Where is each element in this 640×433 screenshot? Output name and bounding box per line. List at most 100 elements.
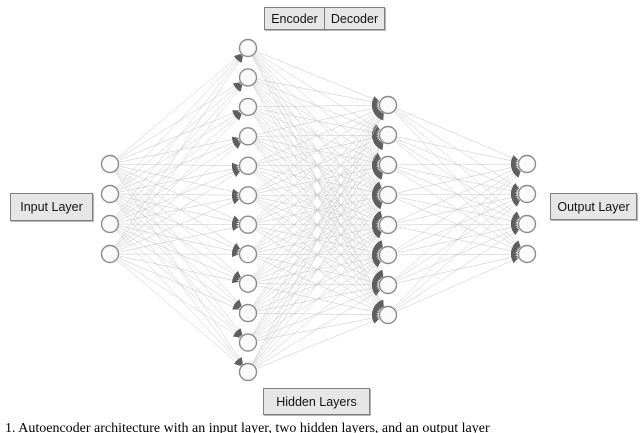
network-node-input [100, 244, 120, 264]
network-edge [115, 230, 242, 366]
network-edge [116, 112, 242, 219]
network-edge [116, 229, 242, 337]
network-edge [252, 112, 383, 307]
network-node-hidden-1 [238, 127, 258, 146]
network-edge [118, 192, 239, 199]
network-node-hidden-1 [238, 362, 258, 382]
network-edge [115, 84, 242, 218]
network-edge [117, 257, 240, 310]
network-edge [117, 111, 241, 190]
network-edge [117, 170, 241, 250]
network-edge [255, 108, 380, 163]
network-edge [115, 55, 243, 218]
network-edge [116, 259, 242, 367]
network-edge [396, 224, 519, 254]
network-edge [117, 82, 241, 160]
network-edge [396, 226, 519, 254]
network-edge [256, 105, 380, 135]
network-edge [118, 162, 239, 169]
network-node-hidden-2 [378, 95, 398, 115]
network-edge [394, 228, 520, 311]
network-edge [115, 170, 243, 336]
network-node-hidden-1 [238, 186, 258, 205]
hidden-layers-label-box: Hidden Layers [263, 388, 370, 415]
network-node-hidden-2 [378, 155, 398, 175]
network-edge [395, 139, 520, 220]
network-node-input [100, 154, 120, 174]
output-layer-label-box: Output Layer [550, 193, 637, 220]
network-edge [117, 141, 241, 220]
network-edge [116, 53, 242, 159]
network-node-hidden-1 [238, 68, 258, 87]
network-edge [396, 196, 519, 224]
network-edge [396, 164, 519, 194]
network-node-hidden-1 [238, 274, 258, 293]
network-edge [396, 191, 518, 198]
network-edge [118, 221, 239, 228]
network-edge [394, 168, 520, 251]
network-edge [116, 83, 242, 189]
network-node-hidden-2 [378, 185, 398, 205]
network-node-hidden-1 [238, 38, 258, 58]
network-edge [252, 172, 383, 366]
network-edge [394, 199, 521, 310]
network-node-output [517, 184, 537, 204]
network-node-hidden-1 [238, 333, 258, 352]
network-edge [117, 139, 240, 191]
network-node-output [517, 214, 537, 234]
network-edge [396, 166, 519, 194]
network-node-output [517, 154, 537, 174]
network-nodes [100, 38, 537, 382]
encoder-label: Encoder [271, 11, 318, 26]
network-edge [396, 136, 519, 164]
network-edge [118, 165, 240, 195]
network-edge [395, 168, 519, 221]
network-edge [114, 55, 243, 248]
network-edge [118, 136, 240, 163]
encoder-decoder-label-box: Encoder Decoder [264, 7, 385, 30]
network-edge [394, 169, 521, 280]
network-edge [255, 50, 380, 102]
network-edge [252, 142, 384, 365]
network-edge [115, 200, 242, 336]
network-edge [116, 199, 242, 308]
network-node-hidden-2 [378, 215, 398, 235]
network-edge [117, 258, 241, 338]
network-edge [395, 257, 519, 312]
network-edge [118, 225, 240, 253]
network-edge [396, 161, 518, 168]
network-edge [116, 142, 242, 249]
decoder-label: Decoder [324, 8, 384, 29]
network-edge [255, 109, 381, 191]
network-node-hidden-1 [238, 97, 258, 117]
network-node-hidden-1 [238, 244, 258, 264]
network-edge [114, 170, 244, 365]
network-edge [395, 169, 520, 250]
network-edge [256, 102, 379, 109]
network-edge [255, 318, 380, 370]
network-edge [118, 255, 240, 284]
network-edge [117, 228, 241, 309]
network-edge [395, 138, 519, 191]
network-edge [396, 221, 518, 228]
network-edge [117, 197, 240, 251]
network-edge [115, 113, 242, 248]
network-node-output [517, 244, 537, 264]
network-edge [254, 260, 382, 367]
network-edge [253, 111, 382, 249]
network-edge [255, 289, 381, 368]
network-edge [116, 168, 241, 250]
network-edge [116, 169, 242, 278]
network-node-hidden-2 [378, 245, 398, 265]
network-node-hidden-2 [378, 275, 398, 295]
network-edge [395, 109, 520, 190]
network-edge [115, 54, 242, 188]
network-edge [115, 84, 243, 248]
network-edge [254, 110, 382, 220]
network-edge [252, 112, 384, 336]
network-edge [395, 167, 519, 222]
network-edge [256, 78, 380, 105]
network-node-input [100, 184, 120, 204]
network-edge [395, 198, 519, 251]
